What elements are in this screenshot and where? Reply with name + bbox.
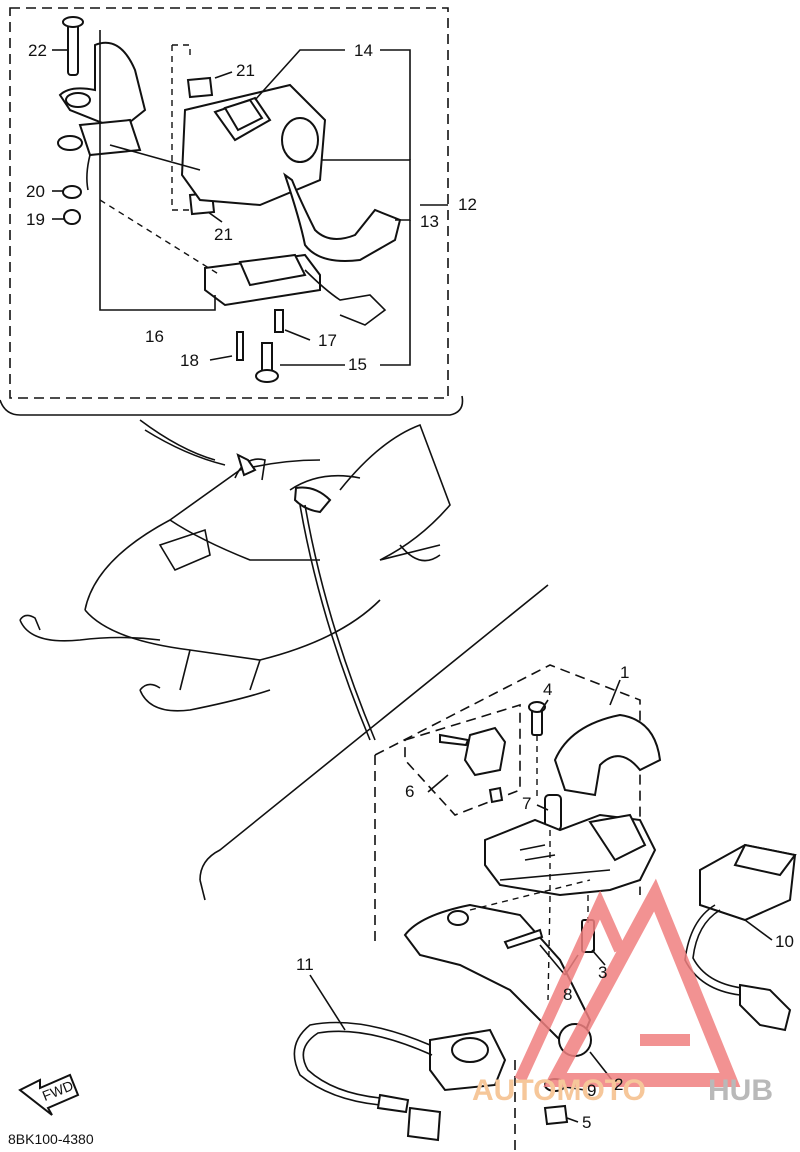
lower-dashed-frame <box>374 664 641 1150</box>
divider-line <box>199 584 549 881</box>
callout-14: 14 <box>354 41 373 60</box>
callout-21-bottom: 21 <box>214 225 233 244</box>
callout-9: 9 <box>587 1081 596 1100</box>
throttle-case <box>204 253 387 326</box>
callout-3: 3 <box>598 963 607 982</box>
callout-22: 22 <box>28 41 47 60</box>
screws <box>236 309 284 383</box>
throttle-cover <box>553 713 662 797</box>
callout-13: 13 <box>420 212 439 231</box>
fwd-arrow-icon: FWD <box>18 1073 80 1116</box>
callout-15: 15 <box>348 355 367 374</box>
callout-21-top: 21 <box>236 61 255 80</box>
inset-frame <box>0 7 464 416</box>
callout-10: 10 <box>775 932 794 951</box>
callout-2: 2 <box>614 1075 623 1094</box>
callout-4: 4 <box>543 680 552 699</box>
callout-8: 8 <box>563 985 572 1004</box>
callout-11: 11 <box>296 955 314 974</box>
watermark-part2: HUB <box>708 1074 773 1107</box>
callout-19: 19 <box>26 210 45 229</box>
callout-16: 16 <box>145 327 164 346</box>
callout-17: 17 <box>318 331 337 350</box>
heater-box <box>684 843 797 1032</box>
bracket-assembly <box>57 16 147 191</box>
drawing-code: 8BK100-4380 <box>8 1131 94 1147</box>
callout-18: 18 <box>180 351 199 370</box>
switch-housing <box>180 83 402 262</box>
automotohub-logo-icon <box>514 878 741 1087</box>
callout-20: 20 <box>26 182 45 201</box>
snowmobile-outline <box>19 419 451 741</box>
callout-1: 1 <box>620 663 629 682</box>
washers <box>62 185 82 225</box>
callout-5: 5 <box>582 1113 591 1132</box>
screw-8 <box>503 928 544 950</box>
callout-7: 7 <box>522 794 531 813</box>
callout-12: 12 <box>458 195 477 214</box>
callout-6: 6 <box>405 782 414 801</box>
watermark-part1: AUTOMOTO <box>472 1074 646 1107</box>
throttle-housing <box>484 813 657 897</box>
callout-labels: 1 2 3 4 5 6 7 8 9 10 11 12 13 14 15 16 1… <box>26 41 794 1132</box>
leaders-upper <box>52 30 448 366</box>
throttle-sensor <box>293 1021 507 1142</box>
stop-block <box>439 726 507 804</box>
